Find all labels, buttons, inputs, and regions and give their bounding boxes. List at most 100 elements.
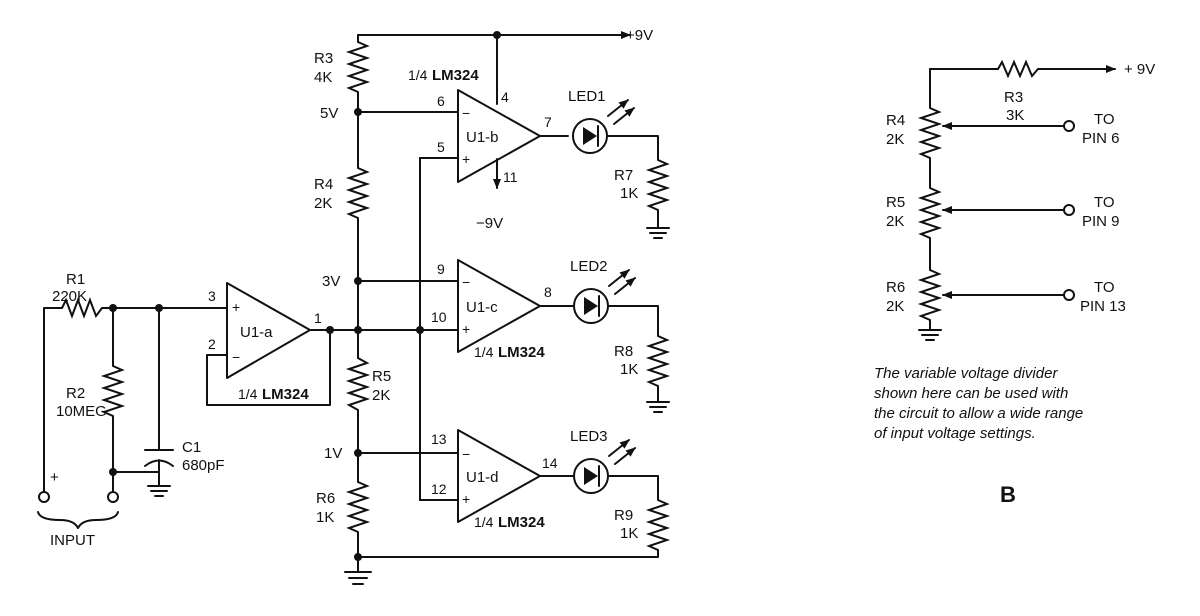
to-pin9-line2: PIN 9 <box>1082 213 1120 230</box>
input-terminal-plus <box>38 491 50 503</box>
input-terminal-minus <box>107 491 119 503</box>
u1a-part-name: LM324 <box>262 386 309 403</box>
caption-line4: of input voltage settings. <box>874 425 1036 442</box>
b-r3-name: R3 <box>1004 89 1023 106</box>
u1b-pin11: 11 <box>503 169 518 185</box>
u1d-pin14: 14 <box>542 455 558 471</box>
r1-value: 220K <box>52 288 87 305</box>
ground-b <box>918 329 942 341</box>
u1c-pin10: 10 <box>431 309 447 325</box>
node-5v-label: 5V <box>320 105 338 122</box>
u1d-pin13: 13 <box>431 431 447 447</box>
resistor-r1 <box>61 297 103 319</box>
terminal-pin6 <box>1063 120 1075 132</box>
b-r3-value: 3K <box>1006 107 1024 124</box>
circuit-b: + 9V R3 3K R4 2K R5 2K R6 2K TO PIN 6 TO… <box>874 59 1155 507</box>
u1c-pin8: 8 <box>544 284 552 300</box>
u1d-part-frac: 1/4 <box>474 514 494 530</box>
input-brace <box>37 511 119 529</box>
ground-c1 <box>147 485 171 497</box>
potentiometer-r5 <box>917 187 1065 239</box>
resistor-r8 <box>645 335 671 387</box>
opamp-u1-a: + − <box>226 282 311 379</box>
potentiometer-r4 <box>917 107 1065 159</box>
u1b-part-frac: 1/4 <box>408 67 428 83</box>
b-r4-value: 2K <box>886 131 904 148</box>
caption-line1: The variable voltage divider <box>874 365 1058 382</box>
resistor-r4 <box>345 167 371 219</box>
u1d-name: U1-d <box>466 469 499 486</box>
to-pin9-line1: TO <box>1094 194 1115 211</box>
u1b-pin7: 7 <box>544 114 552 130</box>
u1a-pin3: 3 <box>208 288 216 304</box>
svg-text:+: + <box>462 491 470 507</box>
u1c-part-name: LM324 <box>498 344 545 361</box>
ground-r7 <box>646 227 670 239</box>
svg-text:−: − <box>462 446 470 462</box>
to-pin6-line2: PIN 6 <box>1082 130 1120 147</box>
b-r6-name: R6 <box>886 279 905 296</box>
resistor-r9 <box>645 499 671 551</box>
r2-value: 10MEG <box>56 403 107 420</box>
ground-r8 <box>646 401 670 413</box>
caption-line3: the circuit to allow a wide range <box>874 405 1083 422</box>
svg-text:+: + <box>462 151 470 167</box>
b-r6-value: 2K <box>886 298 904 315</box>
r4-name: R4 <box>314 176 333 193</box>
led-1 <box>572 99 635 154</box>
led-2 <box>573 269 636 324</box>
ground-main <box>344 571 372 585</box>
supply-minus9v-label: −9V <box>476 215 503 232</box>
supply-plus9v-label: +9V <box>626 27 653 44</box>
r8-name: R8 <box>614 343 633 360</box>
u1a-pin2: 2 <box>208 336 216 352</box>
u1a-part-frac: 1/4 <box>238 386 258 402</box>
resistor-b-r3 <box>997 59 1039 79</box>
r4-value: 2K <box>314 195 332 212</box>
caption-line2: shown here can be used with <box>874 385 1068 402</box>
potentiometer-r6 <box>917 269 1065 321</box>
r9-name: R9 <box>614 507 633 524</box>
u1c-pin9: 9 <box>437 261 445 277</box>
led-3 <box>573 439 636 494</box>
svg-text:−: − <box>232 349 240 365</box>
led1-label: LED1 <box>568 88 606 105</box>
resistor-r3 <box>345 41 371 93</box>
terminal-pin13 <box>1063 289 1075 301</box>
r7-name: R7 <box>614 167 633 184</box>
r8-value: 1K <box>620 361 638 378</box>
node-3v-label: 3V <box>322 273 340 290</box>
r1-name: R1 <box>66 271 85 288</box>
u1a-name: U1-a <box>240 324 273 341</box>
opamp-u1-c: − + <box>457 259 541 353</box>
r7-value: 1K <box>620 185 638 202</box>
input-label: INPUT <box>50 532 95 549</box>
u1c-part-frac: 1/4 <box>474 344 494 360</box>
u1d-pin12: 12 <box>431 481 447 497</box>
u1b-pin5: 5 <box>437 139 445 155</box>
node-1v-label: 1V <box>324 445 342 462</box>
to-pin6-line1: TO <box>1094 111 1115 128</box>
b-r5-name: R5 <box>886 194 905 211</box>
svg-text:−: − <box>462 105 470 121</box>
r5-value: 2K <box>372 387 390 404</box>
resistor-r2 <box>100 365 126 417</box>
input-plus-label: + <box>50 469 59 486</box>
terminal-pin9 <box>1063 204 1075 216</box>
r3-value: 4K <box>314 69 332 86</box>
r6-name: R6 <box>316 490 335 507</box>
r3-name: R3 <box>314 50 333 67</box>
resistor-r5 <box>345 357 371 411</box>
to-pin13-line1: TO <box>1094 279 1115 296</box>
opamp-u1-d: − + <box>457 429 541 523</box>
figure-b-letter: B <box>1000 482 1016 507</box>
svg-text:−: − <box>462 274 470 290</box>
b-r5-value: 2K <box>886 213 904 230</box>
circuit-a: − + − + − + + − <box>37 27 671 585</box>
r5-name: R5 <box>372 368 391 385</box>
svg-text:+: + <box>232 299 240 315</box>
r9-value: 1K <box>620 525 638 542</box>
u1a-pin1: 1 <box>314 310 322 326</box>
c1-name: C1 <box>182 439 201 456</box>
